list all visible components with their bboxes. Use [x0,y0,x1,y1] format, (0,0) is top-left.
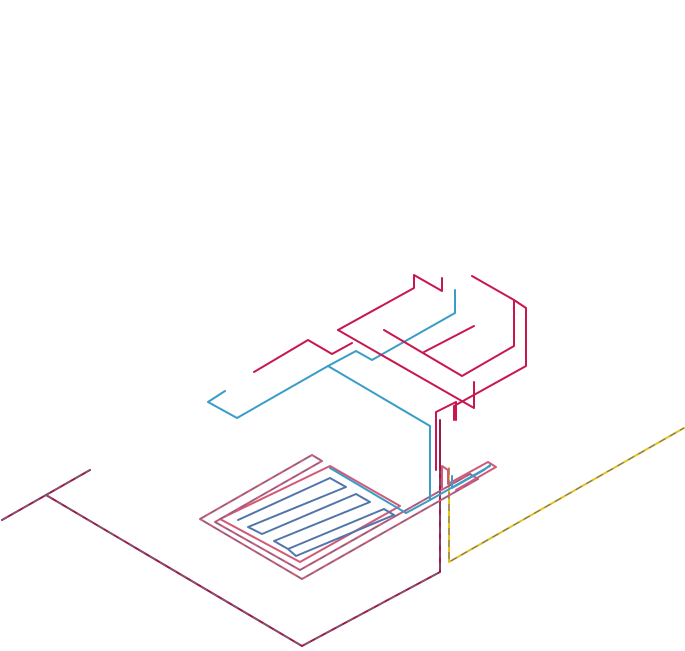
cold-water-pipe-line [405,465,491,514]
supply-pipe-line [253,339,353,373]
floor-heating-dash [237,477,396,557]
cold-water-pipe-line [329,467,407,514]
gas-line-pipe [448,427,685,563]
manifold-loop [441,461,497,491]
supply-pipe-line [383,275,515,377]
floor-outline-dash [45,470,441,647]
supply-pipe-line [337,329,475,409]
cold-water-pipe-line [327,289,456,367]
cold-water-pipe-line [207,365,431,501]
supply-pipe-line [337,274,443,331]
supply-pipe-line [423,325,475,353]
floor-heating-dash [199,454,479,580]
gas-line-pipe-line [448,427,685,563]
floor-outline-pipe-line [45,469,441,647]
supply-pipe [253,274,527,421]
supply-pipe-line [453,299,527,421]
cold-water-pipe [207,289,491,514]
floor-heating-loop [199,454,479,580]
floor-outline-pipe [1,469,441,647]
manifold-supply [435,401,457,471]
floor-heating-inner-loop [219,465,401,563]
